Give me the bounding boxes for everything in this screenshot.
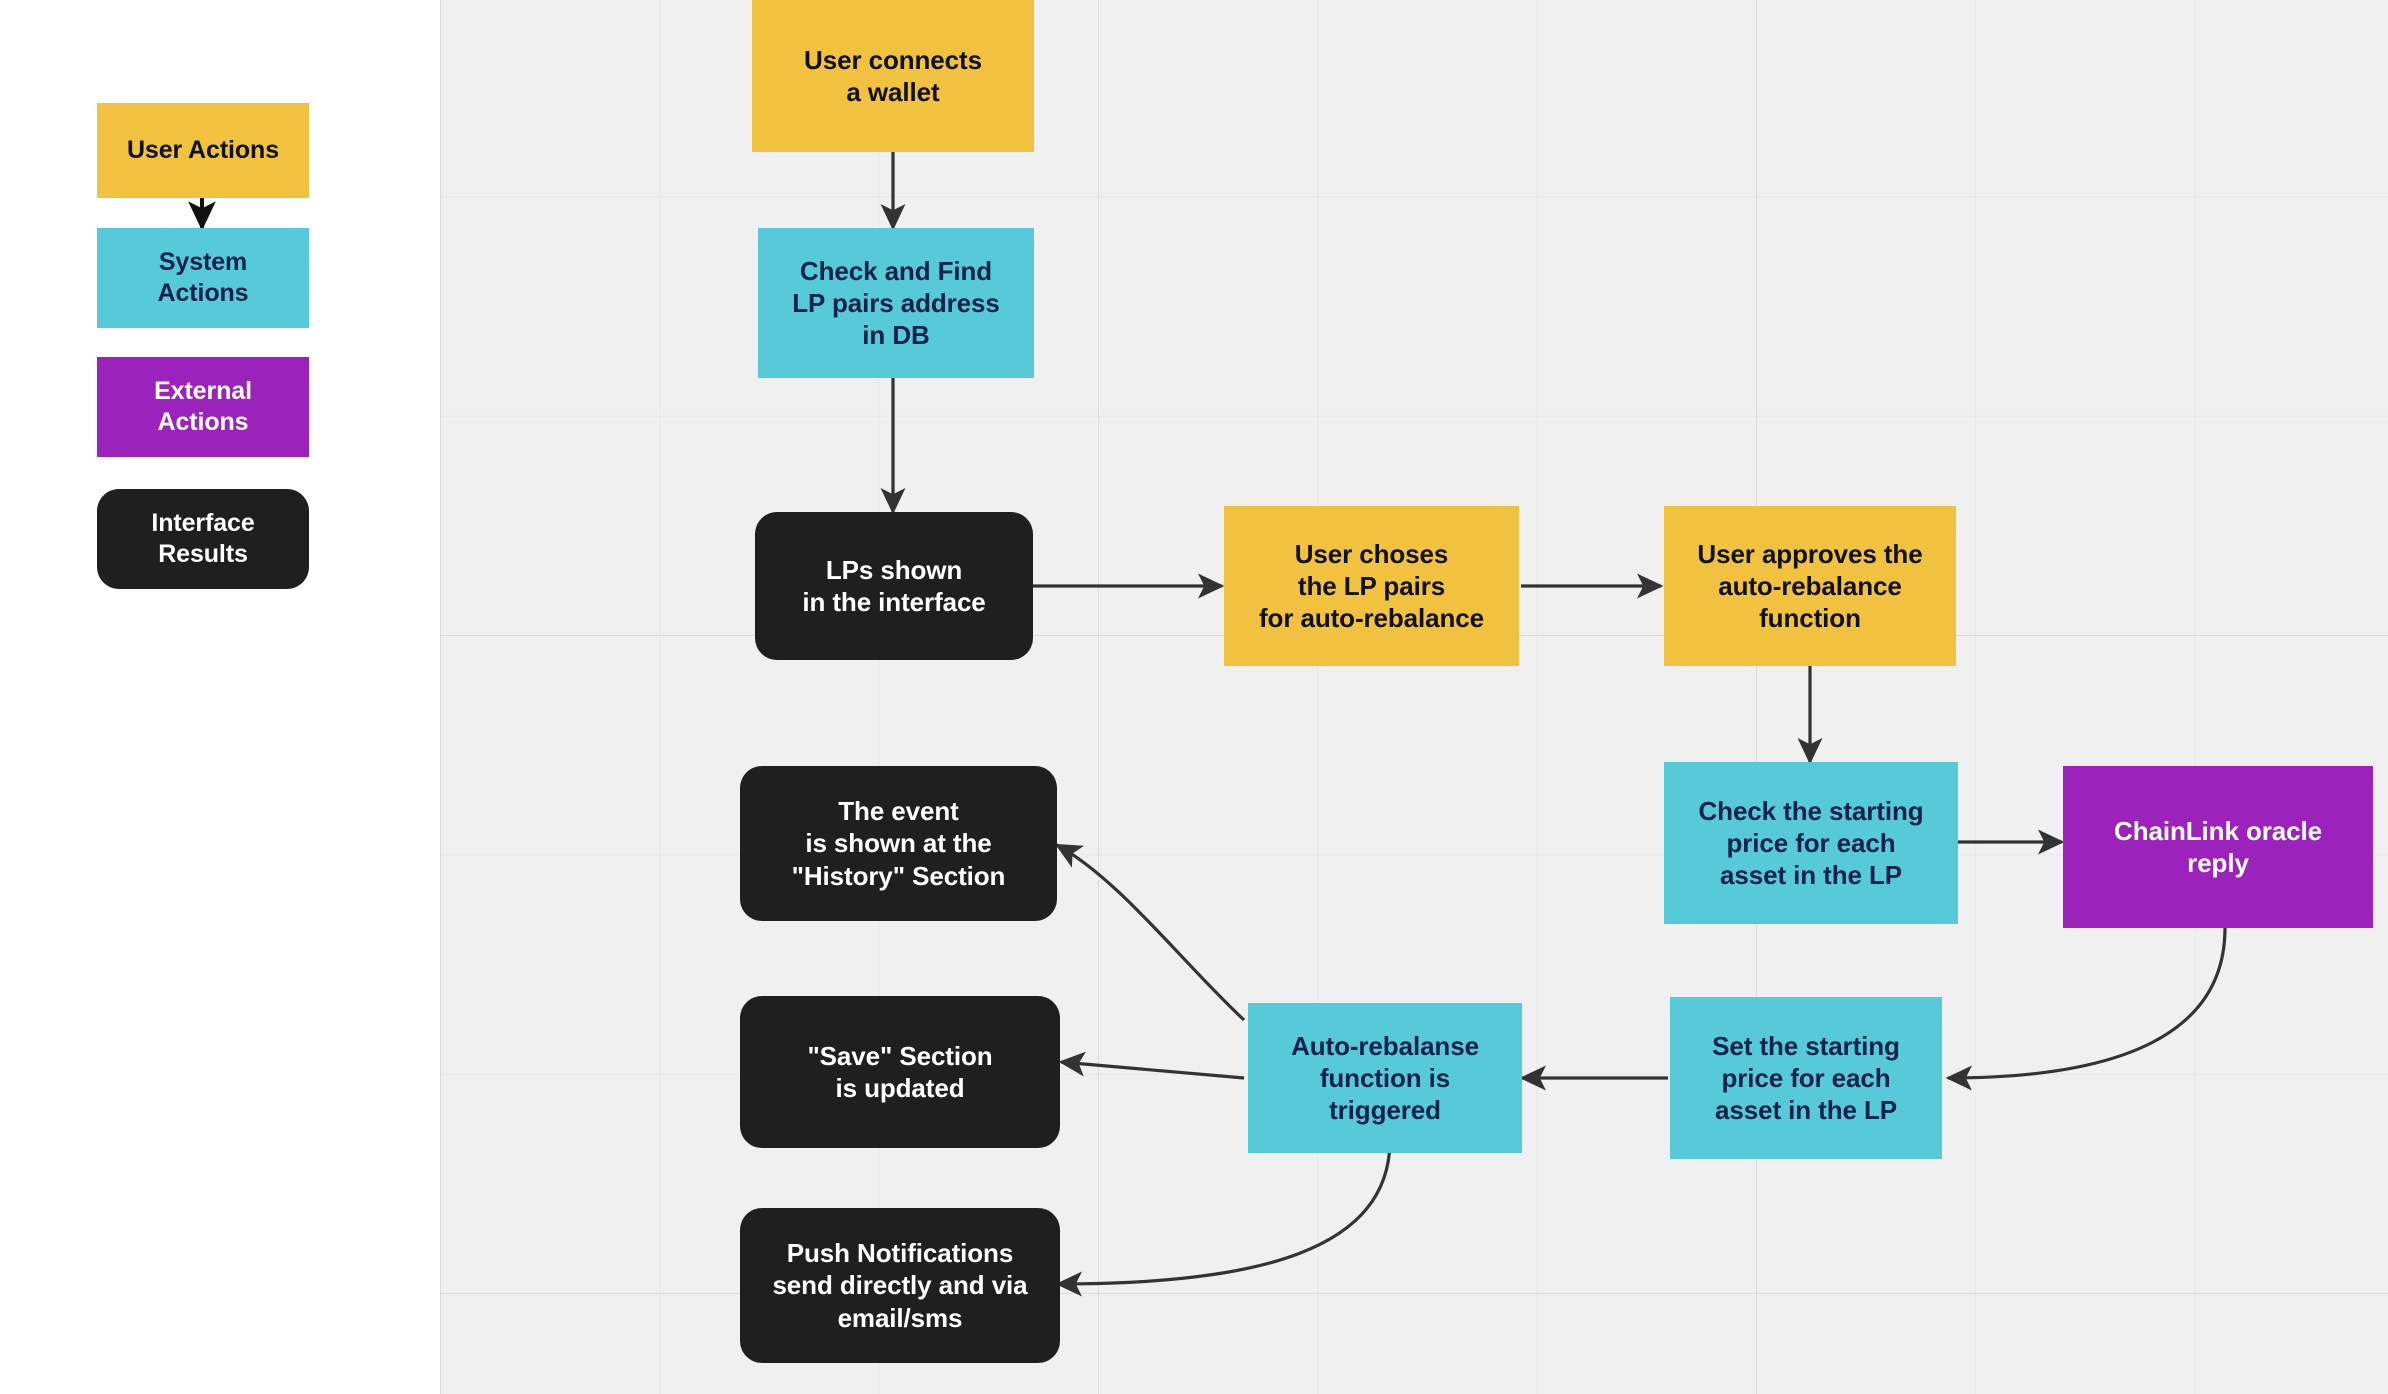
legend-external-actions-label: External Actions — [154, 377, 252, 436]
node-user-choses-lp-pairs-label: User choses the LP pairs for auto-rebala… — [1258, 538, 1485, 634]
node-push-notifications[interactable]: Push Notifications send directly and via… — [740, 1208, 1060, 1363]
node-set-starting-price-label: Set the starting price for each asset in… — [1712, 1030, 1900, 1126]
node-set-starting-price[interactable]: Set the starting price for each asset in… — [1670, 997, 1942, 1159]
legend-interface-results-label: Interface Results — [151, 509, 255, 568]
node-save-section-updated[interactable]: "Save" Section is updated — [740, 996, 1060, 1148]
node-check-find-lp-pairs-label: Check and Find LP pairs address in DB — [792, 255, 1000, 351]
legend-external-actions[interactable]: External Actions — [97, 357, 309, 457]
node-user-connects-wallet-label: User connects a wallet — [804, 44, 982, 107]
node-auto-rebalanse-triggered-label: Auto-rebalanse function is triggered — [1291, 1030, 1479, 1126]
node-check-find-lp-pairs[interactable]: Check and Find LP pairs address in DB — [758, 228, 1034, 378]
legend-system-actions-label: System Actions — [157, 248, 249, 307]
node-check-starting-price-label: Check the starting price for each asset … — [1698, 795, 1924, 891]
node-user-approves-function[interactable]: User approves the auto-rebalance functio… — [1664, 506, 1956, 666]
legend-interface-results[interactable]: Interface Results — [97, 489, 309, 589]
legend-user-actions[interactable]: User Actions — [97, 103, 309, 198]
node-push-notifications-label: Push Notifications send directly and via… — [772, 1238, 1028, 1333]
node-lps-shown-interface-label: LPs shown in the interface — [802, 554, 986, 617]
node-lps-shown-interface[interactable]: LPs shown in the interface — [755, 512, 1033, 660]
node-event-shown-history-label: The event is shown at the "History" Sect… — [791, 796, 1006, 891]
node-chainlink-oracle-reply[interactable]: ChainLink oracle reply — [2063, 766, 2373, 928]
node-auto-rebalanse-triggered[interactable]: Auto-rebalanse function is triggered — [1248, 1003, 1522, 1153]
diagram-canvas[interactable] — [440, 0, 2388, 1394]
legend-system-actions[interactable]: System Actions — [97, 228, 309, 328]
node-user-approves-function-label: User approves the auto-rebalance functio… — [1697, 538, 1923, 634]
node-user-connects-wallet[interactable]: User connects a wallet — [752, 0, 1034, 152]
node-save-section-updated-label: "Save" Section is updated — [807, 1040, 993, 1103]
node-check-starting-price[interactable]: Check the starting price for each asset … — [1664, 762, 1958, 924]
legend-user-actions-label: User Actions — [126, 136, 280, 164]
node-event-shown-history[interactable]: The event is shown at the "History" Sect… — [740, 766, 1057, 921]
node-user-choses-lp-pairs[interactable]: User choses the LP pairs for auto-rebala… — [1224, 506, 1519, 666]
node-chainlink-oracle-reply-label: ChainLink oracle reply — [2114, 815, 2322, 878]
